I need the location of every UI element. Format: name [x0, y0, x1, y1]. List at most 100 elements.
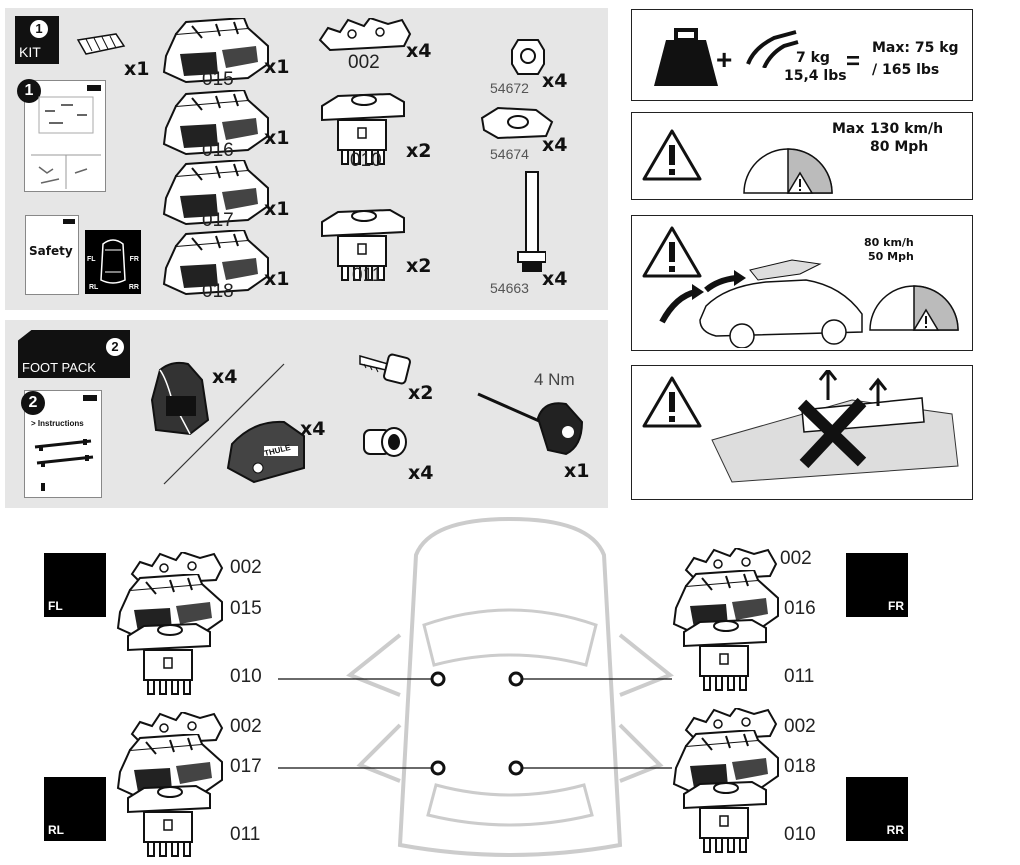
- booklet-illustrations: [31, 96, 101, 189]
- bar-weight-kg: 7 kg: [796, 50, 830, 66]
- speedometer-icon: [743, 148, 833, 194]
- thule-cover-icon: [226, 420, 305, 484]
- foot-016-code: 016: [202, 140, 234, 161]
- loaded-speed-kmh: 80 km/h: [864, 236, 914, 249]
- card-label-fr: FR: [129, 256, 139, 263]
- loaded-speed-warning-box: 80 km/h 50 Mph: [631, 215, 973, 351]
- evo-foot-icon: [150, 361, 210, 436]
- torque-tool-icon: [477, 392, 584, 456]
- tool-qty: x1: [564, 460, 590, 482]
- fl-clamp-code: 010: [230, 666, 262, 687]
- part-54674-code: 54674: [490, 146, 529, 162]
- foot-015-qty: x1: [264, 56, 290, 78]
- car-top-view: [346, 516, 674, 857]
- foot-pack-title: FOOT PACK: [22, 360, 96, 375]
- fr-pad-code: 002: [780, 548, 812, 569]
- card-label-rl: RL: [89, 284, 99, 291]
- kit-number: 1: [30, 20, 48, 38]
- clamp-010-code: 010: [350, 150, 382, 171]
- speed-max-kmh: 130 km/h: [870, 121, 944, 137]
- bar-weight-lbs: 15,4 lbs: [784, 68, 847, 84]
- rr-clamp-code: 010: [784, 824, 816, 845]
- safety-booklet: Safety: [25, 215, 79, 295]
- rl-clamp-code: 011: [230, 824, 261, 845]
- bracket-54674-icon: [480, 106, 554, 140]
- rr-pad-code: 002: [784, 716, 816, 737]
- foot-b-qty: x4: [300, 418, 326, 440]
- kit-title: KIT: [19, 44, 41, 60]
- clamp-011-qty: x2: [406, 255, 432, 277]
- kit-booklet: 1: [17, 79, 106, 192]
- foot-018-qty: x1: [264, 268, 290, 290]
- foot-pack-badge: 2 FOOT PACK: [18, 330, 130, 378]
- roof-bars-illustration: [34, 439, 94, 491]
- part-54674-qty: x4: [542, 134, 568, 156]
- foot-016-qty: x1: [264, 127, 290, 149]
- max-load-lbs: / 165 lbs: [872, 62, 940, 78]
- foot-pack-booklet-number: 2: [21, 391, 45, 415]
- foot-018-code: 018: [202, 281, 234, 302]
- fl-clamp-icon: [127, 623, 211, 695]
- card-label-rr: RR: [128, 284, 139, 291]
- corner-fl-marker: FL: [44, 553, 106, 617]
- speed-max-label: Max: [832, 121, 865, 137]
- no-lift-warning-box: [631, 365, 973, 500]
- pad-002-qty: x4: [406, 40, 432, 62]
- rl-pad-code: 002: [230, 716, 262, 737]
- instructions-label: > Instructions: [31, 419, 84, 428]
- speed-warning-box: Max 130 km/h 80 Mph: [631, 112, 973, 200]
- bolt-54663-icon: [517, 171, 546, 272]
- max-load-kg: Max: 75 kg: [872, 40, 959, 56]
- corner-rr-marker: RR: [846, 777, 908, 841]
- rr-clamp-icon: [683, 781, 767, 853]
- rl-clamp-icon: [127, 785, 211, 857]
- pad-002-code: 002: [348, 52, 380, 73]
- foot-015-code: 015: [202, 69, 234, 90]
- fl-pad-code: 002: [230, 557, 262, 578]
- torque-label: 4 Nm: [534, 370, 575, 389]
- key-icon: [359, 353, 411, 385]
- clamp-011-code: 011: [352, 265, 383, 286]
- card-label-fl: FL: [87, 256, 96, 263]
- corner-fr-marker: FR: [846, 553, 908, 617]
- foot-pack-booklet: 2 > Instructions: [21, 390, 102, 498]
- fr-foot-code: 016: [784, 598, 816, 619]
- key-qty: x2: [408, 382, 434, 404]
- corner-rl-marker: RL: [44, 777, 106, 841]
- part-54663-qty: x4: [542, 268, 568, 290]
- lock-qty: x4: [408, 462, 434, 484]
- part-54672-qty: x4: [542, 70, 568, 92]
- strip-qty: x1: [124, 58, 150, 80]
- car-wind-illustration: [659, 259, 863, 348]
- rr-foot-code: 018: [784, 756, 816, 777]
- nut-54672-icon: [511, 39, 545, 75]
- foot-pack-number: 2: [106, 338, 124, 356]
- rl-foot-code: 017: [230, 756, 262, 777]
- loaded-speed-mph: 50 Mph: [868, 250, 914, 263]
- equals-sign: =: [846, 48, 861, 75]
- weight-icon: [654, 28, 718, 86]
- foot-pack-divider: [163, 363, 285, 485]
- lock-cylinder-icon: [363, 427, 407, 457]
- loaded-speedometer-icon: [869, 285, 959, 331]
- load-warning-box: + 7 kg 15,4 lbs = Max: 75 kg / 165 lbs: [631, 9, 973, 101]
- kit-badge: 1 KIT: [15, 16, 59, 64]
- booklet-number-badge: 1: [17, 79, 41, 103]
- roof-bar-icon: [746, 30, 799, 68]
- foot-017-code: 017: [202, 210, 234, 231]
- part-54663-code: 54663: [490, 280, 529, 296]
- car-position-card: FL FR RL RR: [85, 230, 141, 294]
- safety-label: Safety: [29, 244, 73, 258]
- foot-017-qty: x1: [264, 198, 290, 220]
- fr-clamp-icon: [683, 619, 767, 691]
- part-54672-code: 54672: [490, 80, 529, 96]
- plus-sign: +: [716, 44, 733, 75]
- fl-foot-code: 015: [230, 598, 262, 619]
- fr-clamp-code: 011: [784, 666, 815, 687]
- clamp-010-qty: x2: [406, 140, 432, 162]
- foot-a-qty: x4: [212, 366, 238, 388]
- rubber-strip-icon: [76, 33, 126, 55]
- speed-max-mph: 80 Mph: [870, 139, 929, 155]
- no-lift-illustration: [711, 370, 959, 483]
